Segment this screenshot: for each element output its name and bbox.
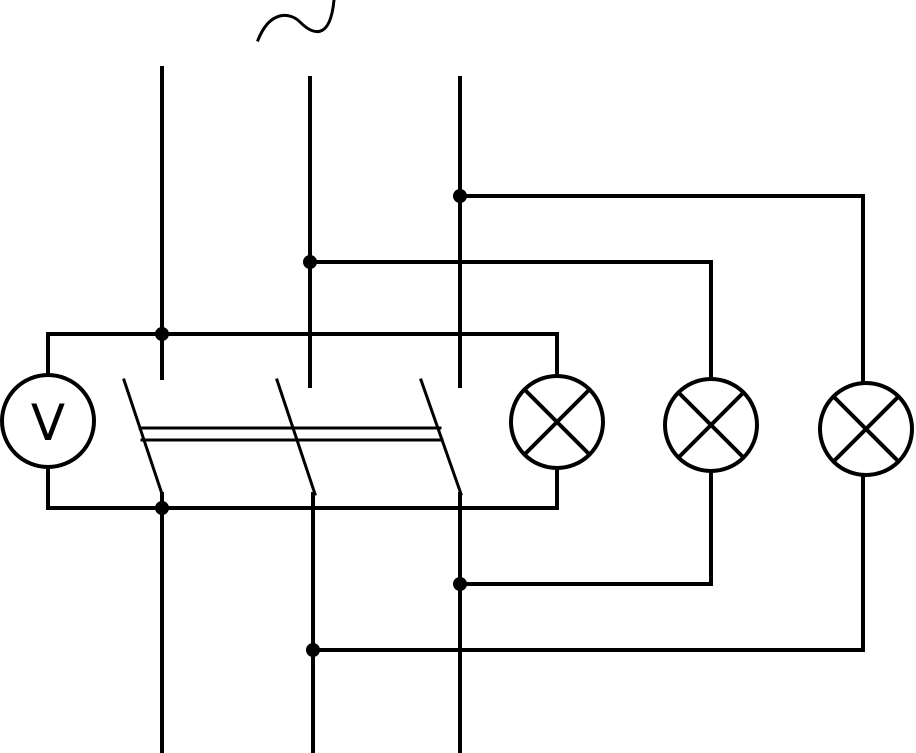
voltmeter-circle <box>0 373 96 469</box>
three-pole-switch <box>122 378 463 496</box>
switch-blade-3 <box>419 378 463 496</box>
junction-nodes <box>155 189 467 657</box>
switch-blade-1 <box>122 378 164 496</box>
lamp-1 <box>509 374 605 470</box>
bypass-bottom-wire <box>46 466 559 510</box>
lamp-2-bottom-wire <box>458 470 713 586</box>
junction-node <box>155 501 169 515</box>
voltmeter: V <box>0 373 96 469</box>
lamp-3-top-wire <box>458 194 865 384</box>
junction-node <box>303 255 317 269</box>
lamp-3-cross-b <box>832 395 900 463</box>
junction-node <box>453 189 467 203</box>
lamp-2 <box>663 377 759 473</box>
lamp-3-wiring <box>311 194 865 652</box>
ac-tilde-icon <box>256 0 336 42</box>
lamp-3-bottom-wire <box>311 474 865 652</box>
upper-phase-lines <box>160 66 462 388</box>
lamp-2-wiring <box>308 260 713 586</box>
lamp-3 <box>818 381 914 477</box>
voltmeter-label: V <box>31 394 65 452</box>
switch-blade-2 <box>275 378 317 496</box>
lamp-2-top-wire <box>308 260 713 380</box>
junction-node <box>155 327 169 341</box>
lamp-2-cross-b <box>677 391 745 459</box>
bypass-top-wire <box>46 332 559 378</box>
junction-node <box>306 643 320 657</box>
bypass-loop <box>46 332 559 510</box>
lower-phase-lines <box>160 492 462 753</box>
lamp-1-cross-b <box>523 388 591 456</box>
junction-node <box>453 577 467 591</box>
